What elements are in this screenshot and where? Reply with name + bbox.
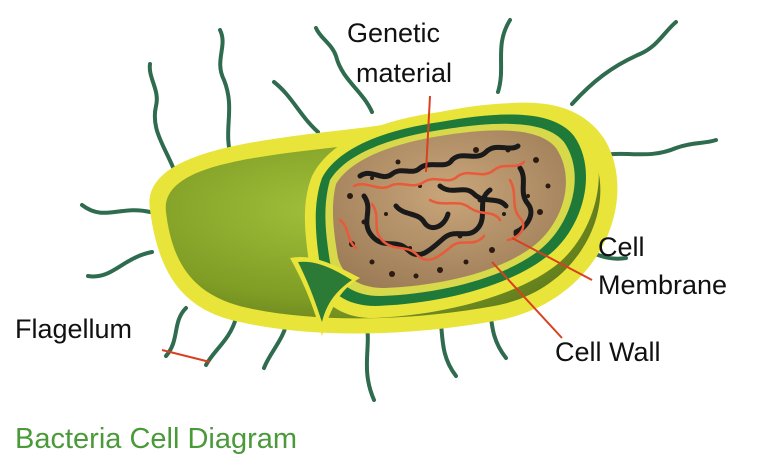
flagellum-strand [82,205,150,213]
diagram-caption: Bacteria Cell Diagram [15,423,297,456]
flagellum-strand [166,308,186,356]
label-cell-wall: Cell Wall [555,337,661,367]
flagellum-strand [220,30,232,160]
flagellum-strand [88,252,152,276]
flagellum-strand [498,20,510,92]
label-membrane-line2: Membrane [598,270,727,300]
flagellum-strand [366,322,374,400]
flagellum-strand [598,140,716,156]
label-genetic-line1: Genetic [347,18,440,48]
flagellum-strand [572,22,676,104]
flagellum-strand [206,318,236,365]
flagellum-strand [150,64,178,180]
leader-flagellum [162,350,210,362]
label-membrane-line1: Cell [598,232,645,262]
flagellum-strand [274,82,318,132]
label-flagellum: Flagellum [15,314,132,344]
label-genetic-line2: material [356,58,452,88]
